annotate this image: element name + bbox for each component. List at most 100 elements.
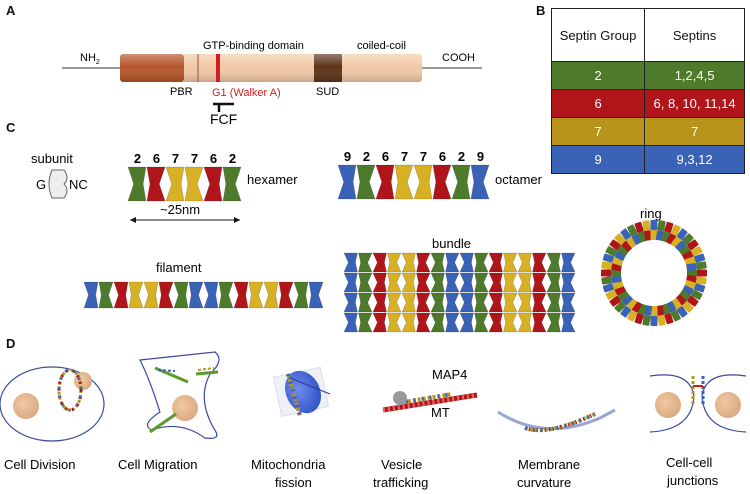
septin-subunit — [372, 272, 387, 293]
vesicle — [393, 391, 407, 405]
septin-subunit — [503, 312, 518, 333]
subunit-number: 7 — [420, 149, 427, 164]
septin-subunit — [113, 281, 129, 309]
ring-subunit — [657, 315, 666, 326]
row-septins: 1,2,4,5 — [644, 61, 745, 90]
mito-label-1: Mitochondria — [251, 457, 326, 472]
panel-label-a: A — [6, 3, 16, 18]
ring-subunit — [682, 233, 694, 245]
septin-subunit — [416, 252, 431, 273]
septin-subunit — [83, 281, 99, 309]
ring-subunit — [601, 276, 612, 285]
cell-division-cartoon — [0, 366, 105, 442]
septin-subunit — [546, 312, 561, 333]
ring-subunit — [650, 316, 658, 326]
row-septins: 6, 8, 10, 11,14 — [644, 89, 745, 118]
ring-subunit — [609, 239, 621, 251]
septin-subunit — [503, 272, 518, 293]
ring-subunit — [696, 276, 707, 285]
ring-subunit — [627, 224, 638, 236]
ring-subunit — [642, 220, 651, 231]
septin-subunit — [470, 164, 490, 200]
ring-subunit — [682, 301, 694, 313]
septin-subunit — [488, 312, 503, 333]
septin-subunit — [128, 281, 144, 309]
ring — [601, 220, 707, 326]
septin-subunit — [143, 281, 159, 309]
septin-subunit — [416, 292, 431, 313]
septin-subunit — [387, 292, 402, 313]
cell-migration-cartoon — [139, 351, 220, 439]
ring-subunit — [676, 228, 688, 240]
septin-subunit — [372, 252, 387, 273]
ring-subunit — [675, 294, 687, 306]
septin-subunit — [488, 252, 503, 273]
membrane-label-1: Membrane — [518, 457, 580, 472]
subunit-number: 7 — [191, 151, 198, 166]
septin-subunit — [517, 272, 532, 293]
subunit-number: 2 — [229, 151, 236, 166]
subunit-diagram: subunit G NC — [31, 151, 88, 199]
ring-subunit — [642, 315, 651, 326]
septin-subunit — [293, 281, 309, 309]
membrane-septin-fiber-blue — [524, 412, 596, 433]
ring-subunit — [634, 313, 644, 325]
ring-subunit — [670, 298, 682, 310]
cooh-label: COOH — [442, 52, 475, 64]
mito-crista — [289, 377, 331, 395]
septin-subunit — [451, 164, 471, 200]
junction-label-2: junctions — [666, 473, 719, 488]
stress-fiber-3 — [195, 370, 219, 376]
septin-subunit — [561, 272, 576, 293]
septin-subunit — [146, 166, 166, 202]
septin-subunit — [158, 281, 174, 309]
ring-subunit — [696, 261, 707, 270]
subunit-number: 6 — [382, 149, 389, 164]
vesicle-septin-fiber-blue — [397, 392, 453, 405]
septin-subunit — [401, 312, 416, 333]
septin-subunit — [278, 281, 294, 309]
row-group: 2 — [550, 61, 646, 90]
fcf-label: FCF — [210, 111, 237, 127]
ring-subunit — [687, 239, 699, 251]
septin-subunit — [343, 312, 358, 333]
subunit-number: 9 — [477, 149, 484, 164]
ring-subunit — [650, 230, 658, 240]
septin-subunit — [127, 166, 147, 202]
ring-subunit — [666, 233, 677, 245]
septin-subunit — [517, 252, 532, 273]
octamer — [337, 164, 490, 200]
ring-subunit — [634, 221, 644, 233]
septin-subunit — [372, 312, 387, 333]
ring-subunit — [601, 269, 611, 277]
ring-subunit — [643, 230, 653, 241]
filament — [83, 281, 324, 309]
ring-subunit — [666, 301, 677, 313]
ring-subunit — [611, 274, 622, 284]
subunit-number: 2 — [458, 149, 465, 164]
ring-subunit — [691, 289, 703, 300]
curved-membrane — [497, 408, 616, 431]
ring-subunit — [657, 220, 666, 231]
septin-subunit — [248, 281, 264, 309]
g-interface-label: G — [36, 177, 46, 192]
subunit-number: 7 — [401, 149, 408, 164]
septin-subunit — [561, 252, 576, 273]
septin-subunit — [532, 292, 547, 313]
septin-subunit — [401, 252, 416, 273]
septin-subunit — [394, 164, 414, 200]
row-septins: 7 — [644, 117, 745, 146]
septin-subunit — [173, 281, 189, 309]
header-septin-group: Septin Group — [550, 8, 646, 62]
panel-label-d: D — [6, 336, 16, 351]
length-label: ~25nm — [160, 202, 200, 217]
mitochondrion — [285, 370, 321, 414]
membrane-cartoon — [497, 408, 616, 433]
septin-subunit — [459, 292, 474, 313]
septin-subunit — [503, 252, 518, 273]
subunit-shape — [48, 169, 68, 199]
septin-subunit — [445, 312, 460, 333]
septin-subunit — [430, 252, 445, 273]
